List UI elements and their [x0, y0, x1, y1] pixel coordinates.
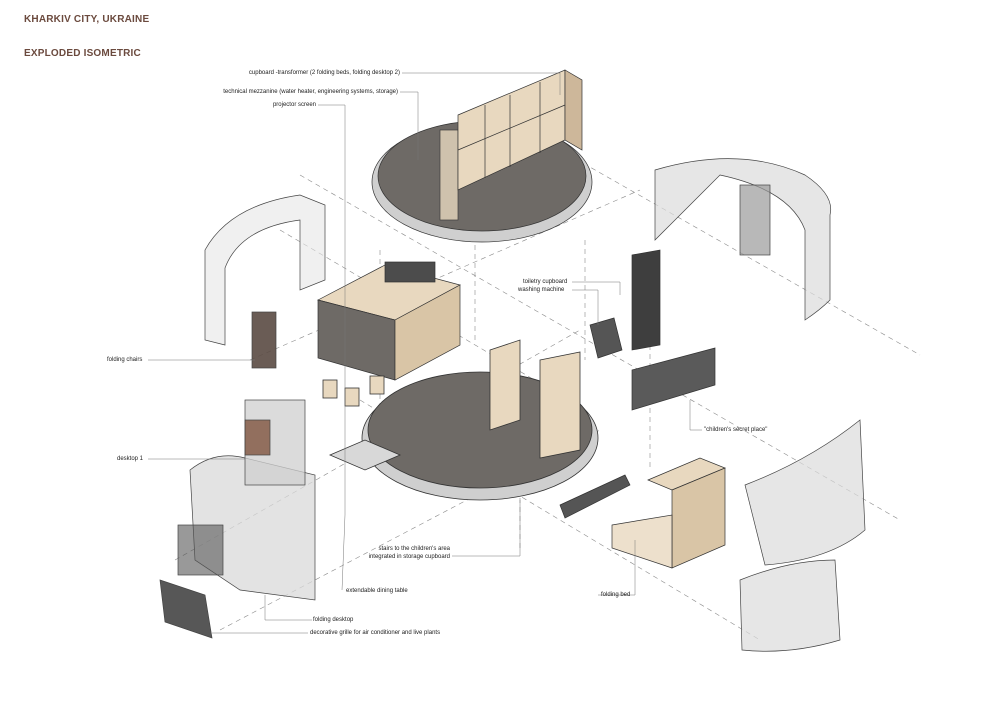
cupboard-transformer — [457, 69, 583, 191]
right-curved-shell-lower — [739, 419, 866, 652]
callout-desktop-1: desktop 1 — [117, 456, 144, 462]
callout-extendable-dining-table: extendable dining table — [346, 588, 408, 594]
folding-bed-module — [559, 457, 726, 569]
callout-folding-chairs: folding chairs — [107, 357, 143, 363]
callout-stairs-line2: integrated in storage cupboard — [368, 554, 450, 560]
callout-projector-screen: projector screen — [272, 102, 316, 108]
right-curved-shell-upper — [654, 158, 832, 321]
main-floor-disc — [328, 339, 599, 501]
callout-leader-lines — [148, 72, 702, 634]
drawing-type-heading: EXPLODED ISOMETRIC — [24, 48, 141, 59]
bathroom-wall — [589, 249, 716, 411]
callout-folding-desktop: folding desktop — [313, 617, 354, 623]
folding-chairs-group — [322, 375, 385, 407]
kitchen-module — [317, 261, 461, 381]
callout-folding-bed: folding bed — [601, 592, 631, 598]
location-heading: KHARKIV CITY, UKRAINE — [24, 14, 150, 25]
callout-toiletry-cupboard: toiletry cupboard — [523, 279, 568, 285]
left-curved-shell-lower — [159, 399, 316, 639]
callout-technical-mezzanine: technical mezzanine (water heater, engin… — [223, 89, 398, 95]
callout-childrens-secret-place: "children's secret place" — [704, 427, 768, 433]
callout-stairs-line1: stairs to the children's area — [378, 546, 450, 552]
callout-cupboard-transformer: cupboard -transformer (2 folding beds, f… — [248, 70, 400, 76]
callout-decorative-grille: decorative grille for air conditioner an… — [310, 630, 441, 636]
left-curved-shell — [204, 194, 326, 369]
callout-washing-machine: washing machine — [518, 287, 565, 293]
